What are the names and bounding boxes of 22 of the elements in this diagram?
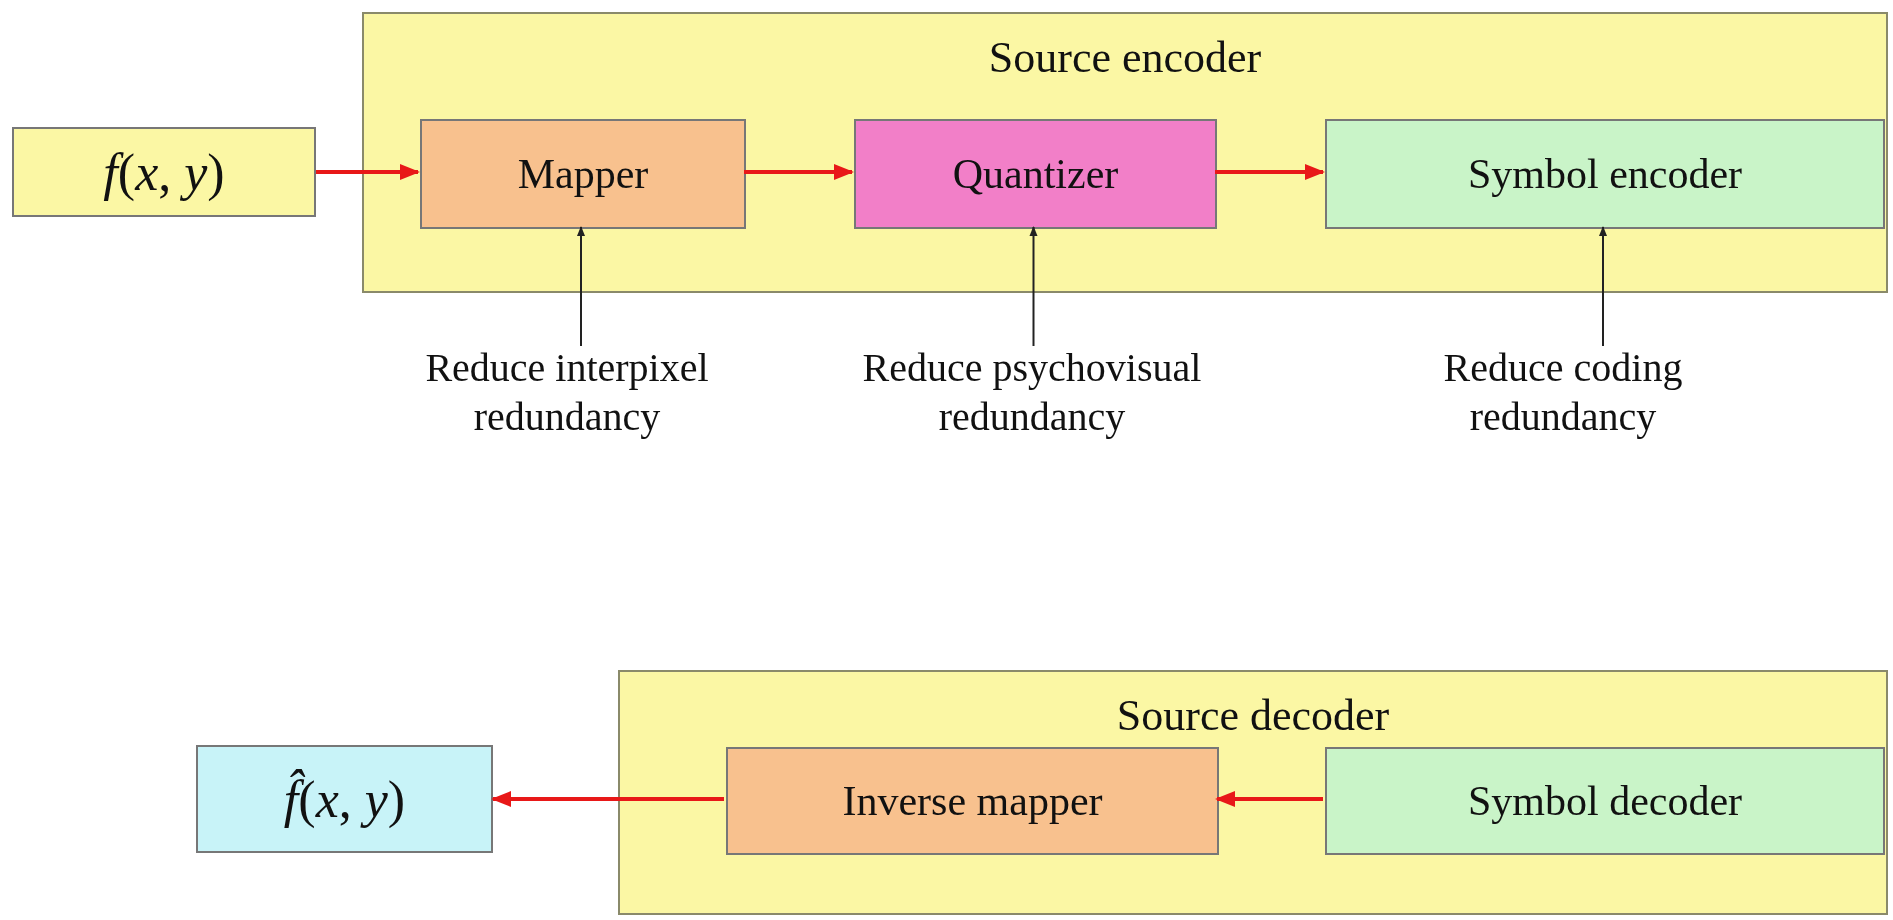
annotation-text: Reduce interpixel redundancy xyxy=(424,344,710,441)
annotation-text: Reduce coding redundancy xyxy=(1442,344,1684,441)
arrow xyxy=(316,164,420,180)
output-box: f̂(x, y) xyxy=(196,745,493,853)
panel-title: Source decoder xyxy=(1116,690,1390,742)
arrow xyxy=(1215,791,1323,807)
arrow xyxy=(744,164,854,180)
annotation-text: Reduce psychovisual redundancy xyxy=(861,344,1203,441)
panel-title: Source encoder xyxy=(988,32,1262,84)
group-panel xyxy=(618,670,1888,915)
process-box: Symbol decoder xyxy=(1325,747,1885,855)
input-box: f(x, y) xyxy=(12,127,316,217)
process-box: Quantizer xyxy=(854,119,1217,229)
arrow xyxy=(1215,164,1325,180)
arrow xyxy=(577,226,585,347)
arrow xyxy=(1029,226,1038,347)
group-panel xyxy=(362,12,1888,293)
process-box: Mapper xyxy=(420,119,746,229)
process-box: Inverse mapper xyxy=(726,747,1219,855)
process-box: Symbol encoder xyxy=(1325,119,1885,229)
arrow xyxy=(1599,226,1607,347)
arrow xyxy=(491,791,724,807)
